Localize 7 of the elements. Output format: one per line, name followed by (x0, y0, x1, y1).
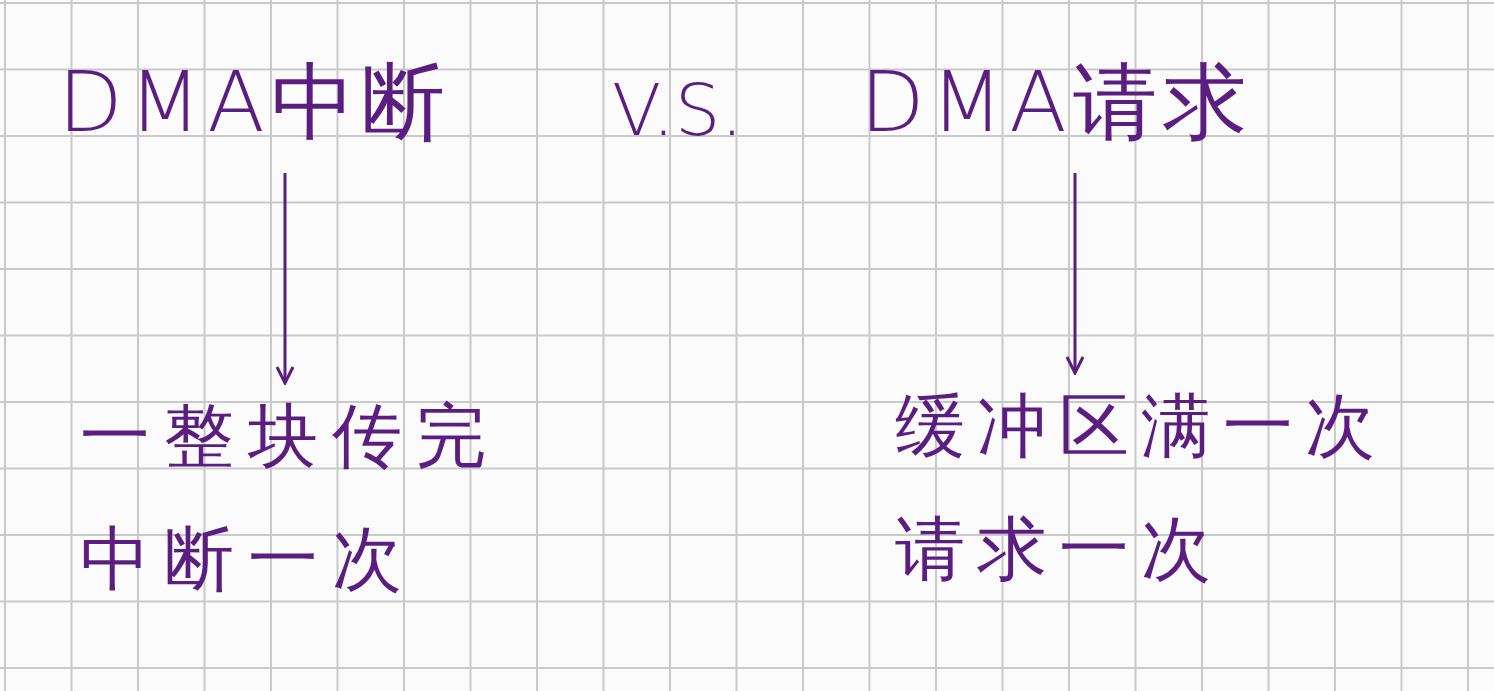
handwritten-text: DMA请求 (860, 52, 1300, 153)
versus-text: V.S. (612, 68, 744, 152)
arrow (275, 173, 295, 385)
handwritten-text: 一整块传完中断一次 (80, 375, 500, 620)
handwritten-text: 缓冲区满一次请求一次 (895, 365, 1405, 610)
arrow (1065, 173, 1085, 375)
handwritten-text: DMA中断 (58, 52, 498, 153)
